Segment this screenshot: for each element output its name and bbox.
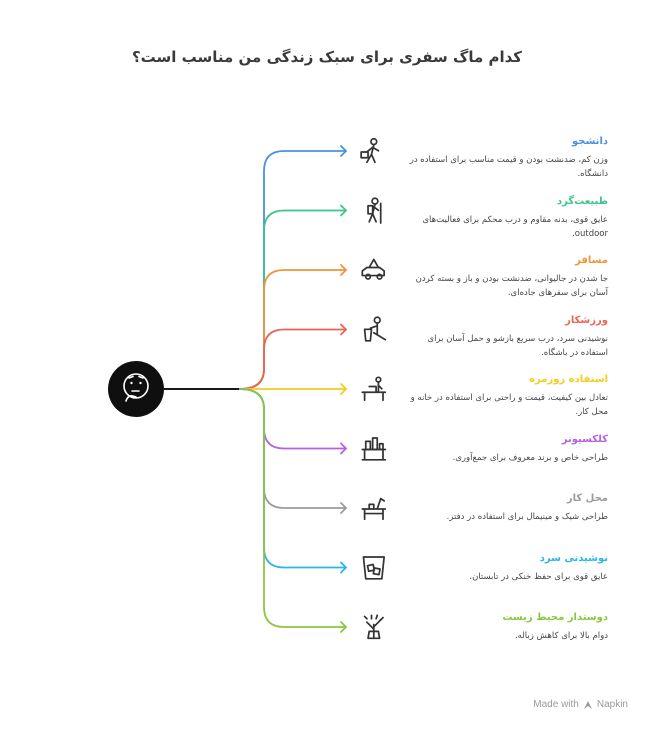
branch-arrow (340, 383, 347, 395)
branch-arrow (340, 204, 347, 217)
branch-arrow (340, 442, 347, 455)
hub (108, 361, 164, 417)
plant-icon (363, 614, 384, 640)
item-description: وزن کم، ضدنشت بودن و قیمت مناسب برای است… (409, 155, 608, 179)
office-desk-icon (361, 497, 387, 521)
hiker-icon (367, 197, 382, 224)
item-icons (360, 137, 387, 640)
branch-line (239, 388, 347, 628)
list-item: دانشجو وزن کم، ضدنشت بودن و قیمت مناسب بر… (408, 136, 608, 181)
list-item: ورزشکار نوشیدنی سرد، درب سریع بازشو و حمل… (408, 315, 608, 360)
branch-arrow (340, 621, 347, 633)
branch-line (239, 209, 347, 390)
item-title: نوشیدنی سرد (539, 552, 608, 564)
footer-credit: Made with Napkin (533, 699, 628, 710)
item-title: طبیعت‌گرد (557, 195, 608, 207)
list-item: دوستدار محیط زیست دوام بالا برای کاهش زبا… (408, 612, 608, 643)
thinking-face-icon (123, 373, 149, 402)
car-icon (361, 258, 386, 280)
item-title: دانشجو (572, 136, 608, 147)
ice-cup-icon (362, 556, 386, 580)
list-item: محل کار طراحی شیک و مینیمال برای استفاده … (408, 493, 608, 524)
list-item: نوشیدنی سرد عایق قوی برای حفظ خنکی در تاب… (408, 553, 608, 584)
item-description: دوام بالا برای کاهش زباله. (514, 631, 608, 641)
branch-line (239, 388, 347, 450)
item-description: طراحی خاص و برند معروف برای جمع‌آوری. (452, 452, 608, 463)
item-title: مسافر (575, 255, 608, 266)
desk-person-icon (361, 376, 387, 402)
branch-arrow (340, 145, 347, 157)
item-description: نوشیدنی سرد، درب سریع بازشو و حمل آسان ب… (427, 333, 608, 358)
item-title: دوستدار محیط زیست (502, 612, 608, 623)
footer-prefix: Made with (533, 699, 579, 710)
napkin-logo-icon (583, 700, 592, 709)
footer-brand: Napkin (596, 699, 628, 710)
list-item: مسافر جا شدن در جالیوانی، ضدنشت بودن و با… (408, 255, 608, 300)
list-item: استفاده روزمره تعادل بین کیفیت، قیمت و را… (408, 374, 608, 419)
item-description: جا شدن در جالیوانی، ضدنشت بودن و باز و ب… (415, 274, 608, 298)
branch-arrow (340, 323, 347, 336)
collection-shelf-icon (361, 437, 387, 461)
list-item: کلکسیونر طراحی خاص و برند معروف برای جمع‌… (408, 434, 608, 465)
item-title: ورزشکار (565, 314, 608, 326)
item-title: استفاده روزمره (529, 374, 608, 385)
student-icon (360, 137, 380, 164)
diagram-title: کدام ماگ سفری برای سبک زندگی من مناسب اس… (131, 48, 523, 66)
branch-line (239, 328, 347, 390)
item-title: محل کار (566, 493, 608, 504)
athlete-icon (363, 316, 387, 342)
item-title: کلکسیونر (561, 433, 608, 445)
item-description: طراحی شیک و مینیمال برای استفاده در دفتر… (446, 512, 608, 522)
item-description: عایق قوی برای حفظ خنکی در تابستان. (469, 571, 608, 582)
list-item: طبیعت‌گرد عایق قوی، بدنه مقاوم و درب محکم… (408, 196, 608, 241)
item-description: تعادل بین کیفیت، قیمت و راحتی برای استفا… (410, 393, 608, 417)
branch-lines (164, 145, 347, 633)
item-description: عایق قوی، بدنه مقاوم و درب محکم برای فعا… (422, 214, 608, 239)
branch-arrow (340, 264, 347, 276)
branch-arrow (340, 561, 347, 574)
branch-arrow (340, 502, 347, 514)
branch-line (239, 388, 347, 569)
